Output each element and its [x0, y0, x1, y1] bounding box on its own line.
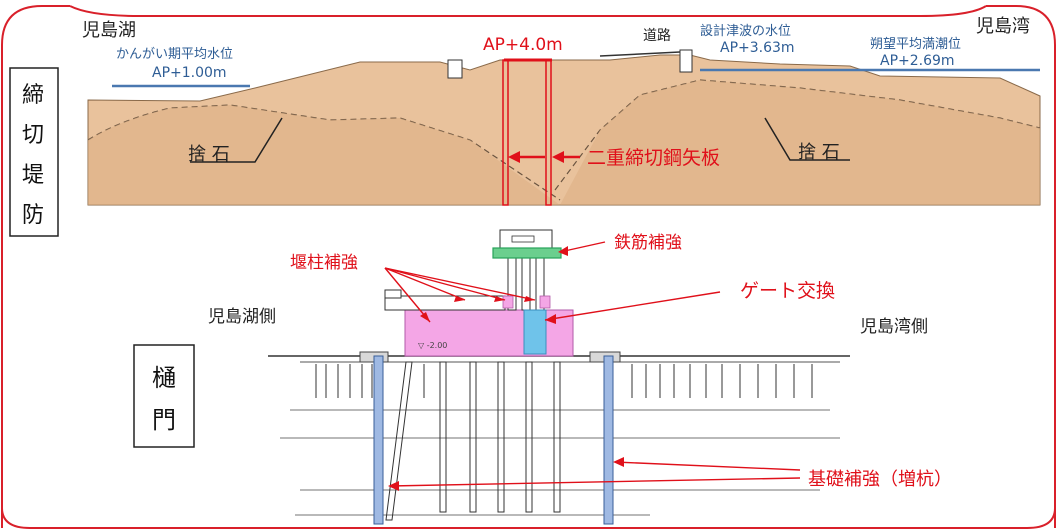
sluice-label-char-1: 樋: [152, 364, 176, 392]
dike-label-char-2: 切: [22, 123, 44, 148]
rubble-right-arrow: [764, 117, 850, 161]
left-short-piles: [315, 364, 425, 398]
annotation-lines: [384, 241, 801, 487]
sluice-label-char-2: 門: [152, 406, 176, 434]
lake-side-label: 児島湖側: [208, 307, 276, 327]
pier-reinforce-mark-1: [502, 295, 514, 309]
added-pile-left: [373, 355, 384, 525]
sheet-pile-right: [545, 59, 552, 206]
sheet-pile-arrowhead-left: [508, 151, 520, 163]
road-surface: [599, 51, 681, 57]
sluice-section-label: 樋 門: [133, 344, 195, 448]
bay-side-parapet: [679, 49, 693, 73]
road-label: 道路: [643, 28, 671, 44]
rebar-reinforce-label: 鉄筋補強: [614, 233, 682, 253]
tide-label: 朔望平均満潮位: [870, 36, 961, 52]
lake-water-level: AP+1.00m: [152, 65, 227, 81]
added-pile-right: [603, 355, 614, 525]
existing-piles: [439, 361, 561, 513]
pier-reinforce-label: 堰柱補強: [290, 253, 358, 273]
bay-side-label: 児島湾側: [860, 317, 928, 337]
sheet-pile-arrowhead-right: [552, 151, 564, 163]
right-short-piles: [631, 364, 813, 398]
tsunami-level: AP+3.63m: [720, 40, 795, 56]
dike-label-char-4: 防: [22, 203, 44, 228]
bottom-frame-line: [1, 507, 1056, 529]
rubble-left-label: 捨 石: [188, 144, 230, 165]
embankment-shading-right: [560, 80, 1040, 205]
top-frame-line: [69, 5, 987, 17]
walkway-block: [384, 289, 402, 299]
embankment-shading: [88, 105, 560, 205]
rebar-reinforce-deck: [492, 247, 562, 259]
rubble-left-arrow: [190, 117, 283, 163]
operation-house-window: [511, 235, 535, 243]
dike-label-char-1: 締: [22, 83, 44, 108]
pier-column-2: [521, 257, 531, 311]
tide-level: AP+2.69m: [880, 53, 955, 69]
pier-reinforce-mark-2: [539, 295, 551, 309]
dike-cross-section: 児島湖 児島湾 かんがい期平均水位 AP+1.00m AP+4.0m 道路 設計…: [82, 16, 1041, 206]
dike-label-char-3: 堤: [22, 163, 44, 188]
dike-section-label: 締 切 堤 防: [9, 67, 59, 237]
inclined-pile: [385, 361, 413, 521]
gate-replace-label: ゲート交換: [740, 280, 835, 302]
lake-side-parapet: [447, 59, 463, 79]
tsunami-label: 設計津波の水位: [700, 23, 791, 39]
gate-blue: [523, 309, 547, 355]
elevation-mark: ▽ -2.00: [418, 341, 447, 350]
left-place-label: 児島湖: [82, 20, 136, 41]
annotation-arrowheads: [388, 246, 624, 491]
foundation-reinforce-label: 基礎補強（増杭）: [808, 469, 952, 490]
sheet-pile-left: [502, 59, 509, 206]
walkway-platform: [384, 295, 506, 311]
lake-water-label: かんがい期平均水位: [116, 47, 233, 62]
rubble-right-label: 捨 石: [798, 142, 840, 163]
sheet-pile-label: 二重締切鋼矢板: [587, 147, 720, 169]
outer-frame: [1, 5, 1056, 528]
sluice-cross-section: ▽ -2.00 堰柱補強 鉄筋補強 ゲート交換 児島湖側 児島湾側: [208, 229, 952, 525]
right-place-label: 児島湾: [976, 16, 1030, 37]
crest-level-label: AP+4.0m: [483, 35, 563, 55]
